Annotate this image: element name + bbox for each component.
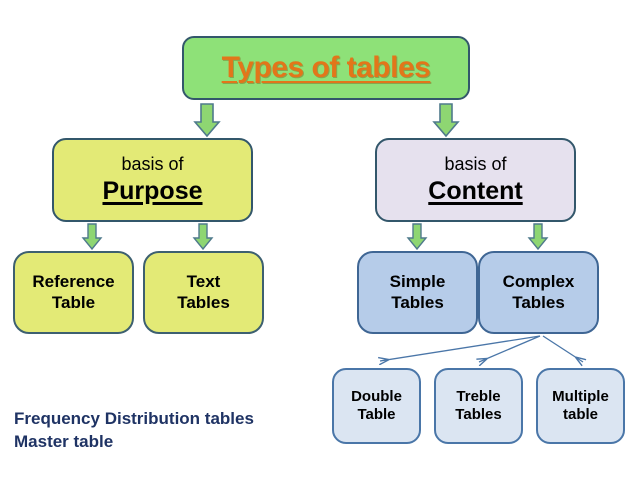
node-double-table[interactable]: Double Table bbox=[332, 368, 421, 444]
node-label-line2: Tables bbox=[512, 292, 565, 312]
node-label-line1: Treble bbox=[456, 388, 501, 406]
node-text-tables[interactable]: Text Tables bbox=[143, 251, 264, 334]
node-label-line2: Table bbox=[357, 406, 396, 423]
node-label-line1: Text bbox=[186, 272, 221, 292]
block-arrow-title-to-purpose bbox=[193, 103, 221, 138]
node-title-content: Content bbox=[428, 176, 523, 205]
line-complex-to-treble bbox=[479, 335, 541, 362]
node-label-line1: Complex bbox=[502, 272, 575, 292]
node-basis-of-purpose[interactable]: basis of Purpose bbox=[52, 138, 253, 222]
note-line-frequency-distribution: Frequency Distribution tables bbox=[14, 409, 254, 428]
node-label-line2: table bbox=[562, 406, 598, 423]
block-arrow-content-to-simple bbox=[406, 223, 428, 251]
node-label-line2: Tables bbox=[177, 292, 230, 312]
node-reference-table[interactable]: Reference Table bbox=[13, 251, 134, 334]
page-title: Types of tables bbox=[221, 51, 431, 85]
node-label-line1: Simple bbox=[389, 272, 446, 292]
node-prefix-label: basis of bbox=[444, 153, 507, 174]
node-label-line1: Multiple bbox=[552, 388, 609, 406]
node-label-line1: Reference bbox=[32, 272, 115, 292]
diagram-title-box: Types of tables bbox=[182, 36, 470, 100]
node-simple-tables[interactable]: Simple Tables bbox=[357, 251, 478, 334]
note-line-master-table: Master table bbox=[14, 431, 114, 451]
block-arrow-content-to-complex bbox=[527, 223, 549, 251]
node-label-line1: Double bbox=[351, 388, 402, 406]
block-arrow-purpose-to-reference bbox=[81, 223, 103, 251]
node-label-line2: Table bbox=[51, 292, 96, 312]
node-multiple-table[interactable]: Multiple table bbox=[536, 368, 625, 444]
notes-block: Frequency Distribution tables Master tab… bbox=[14, 408, 314, 454]
node-label-line2: Tables bbox=[455, 406, 502, 423]
line-complex-to-double bbox=[380, 335, 541, 361]
node-treble-tables[interactable]: Treble Tables bbox=[434, 368, 523, 444]
block-arrow-purpose-to-text bbox=[192, 223, 214, 251]
node-label-line2: Tables bbox=[391, 292, 444, 312]
line-complex-to-multiple bbox=[542, 335, 583, 362]
node-basis-of-content[interactable]: basis of Content bbox=[375, 138, 576, 222]
node-title-purpose: Purpose bbox=[102, 176, 203, 205]
block-arrow-title-to-content bbox=[432, 103, 460, 138]
node-complex-tables[interactable]: Complex Tables bbox=[478, 251, 599, 334]
node-prefix-label: basis of bbox=[121, 153, 184, 174]
